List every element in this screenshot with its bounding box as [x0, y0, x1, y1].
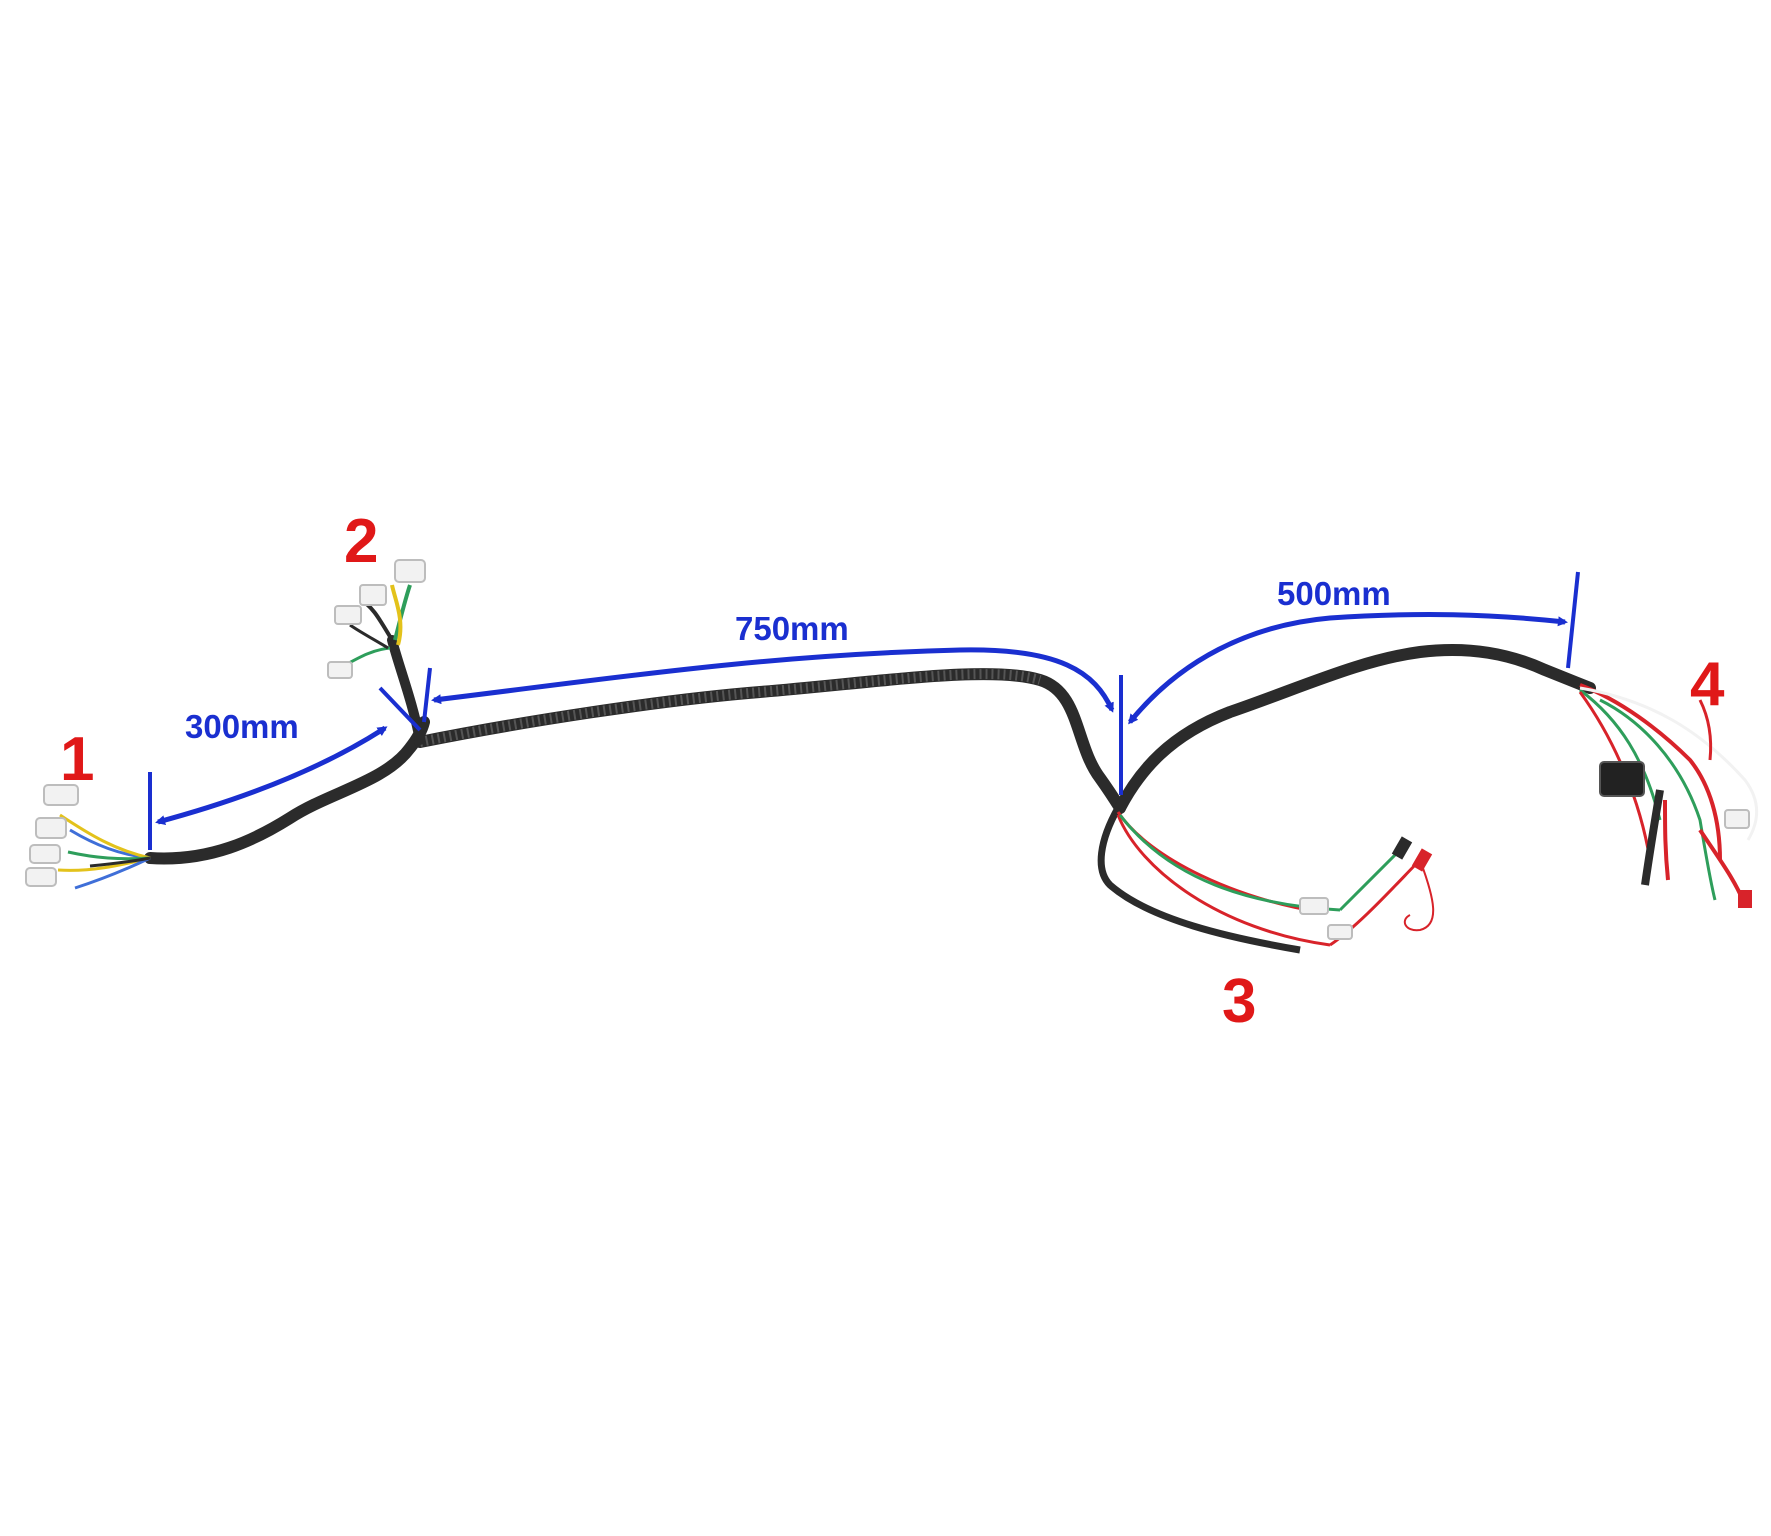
harness-wrap-texture: [419, 669, 1042, 747]
branch-3-wires: [1097, 806, 1435, 954]
arrow-500: [1128, 612, 1568, 725]
terminal-4-red: [1738, 890, 1752, 908]
tick-300-right: [378, 686, 422, 732]
dimension-label-300mm: 300mm: [185, 708, 299, 745]
section-marker-1: 1: [60, 725, 94, 794]
connector-3a: [1299, 897, 1329, 915]
dimension-label-750mm: 750mm: [735, 610, 849, 647]
arrow-750: [431, 647, 1115, 713]
branch-2-wires: [327, 559, 426, 745]
connector-2a: [394, 559, 426, 583]
connector-1c: [29, 844, 61, 864]
section-marker-3: 3: [1222, 967, 1256, 1036]
connector-1b: [35, 817, 67, 839]
connector-3b: [1327, 924, 1353, 940]
tick-750-left: [422, 667, 432, 723]
dimension-label-500mm: 500mm: [1277, 575, 1391, 612]
connector-2d: [327, 661, 353, 679]
tick-500-right: [1566, 571, 1580, 669]
dimension-500mm: 500mm: [1119, 571, 1580, 795]
connector-1a: [43, 784, 79, 806]
terminal-3-red: [1411, 848, 1433, 872]
connector-2c: [334, 605, 362, 625]
connector-4a: [1724, 809, 1750, 829]
branch-1-wires: [25, 784, 151, 890]
section-marker-2: 2: [344, 507, 378, 576]
dimension-750mm: 750mm: [422, 610, 1123, 795]
section-marker-4: 4: [1690, 650, 1725, 719]
dimension-300mm: 300mm: [148, 686, 422, 850]
terminal-3-black: [1391, 836, 1413, 860]
branch-4-wires: [1578, 683, 1759, 908]
switch-block: [1599, 761, 1645, 797]
connector-2b: [359, 584, 387, 606]
connector-1d: [25, 867, 57, 887]
arrow-300: [155, 725, 388, 826]
